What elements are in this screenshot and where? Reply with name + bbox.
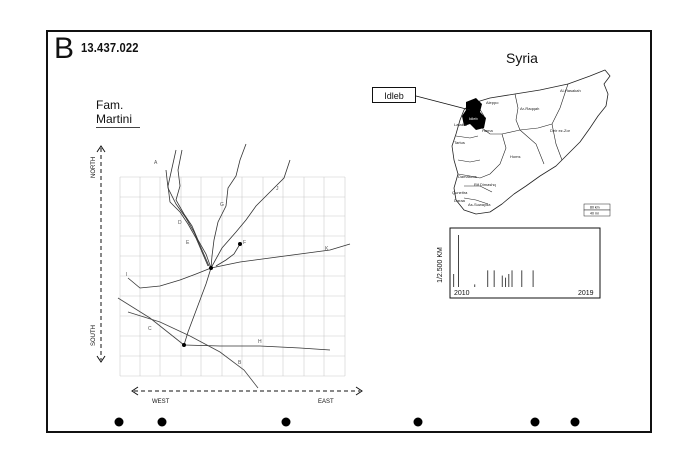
- country-title: Syria: [506, 50, 538, 66]
- region-label: As-Suwayda: [468, 202, 491, 207]
- path-label: F: [243, 240, 246, 246]
- region-labels: Al-Hasakah Aleppo Ar-Raqqah Deir ez-Zor …: [452, 88, 581, 207]
- document-frame: [46, 30, 652, 433]
- region-label: Ar-Raqqah: [520, 106, 539, 111]
- region-label: Damascus: [458, 174, 477, 179]
- region-label: Homs: [510, 154, 520, 159]
- region-label: Tartus: [454, 140, 465, 145]
- region-label: Latakia: [454, 122, 468, 127]
- syria-map: Al-Hasakah Aleppo Ar-Raqqah Deir ez-Zor …: [451, 69, 611, 217]
- chart-bars: [453, 235, 534, 287]
- region-label: Hama: [482, 128, 493, 133]
- axis-arrows: [96, 145, 363, 396]
- chart-frame: [449, 227, 601, 299]
- path-label: J: [276, 186, 279, 192]
- family-underline: [96, 127, 140, 128]
- region-label: Idleb: [469, 116, 478, 121]
- scale-label: 40 mi: [590, 212, 599, 216]
- syria-outline: [451, 69, 611, 215]
- binder-hole: [281, 417, 291, 427]
- south-label: SOUTH: [91, 325, 97, 346]
- path-label: A: [154, 160, 158, 166]
- north-label: NORTH: [91, 157, 97, 178]
- south-arrow: [96, 355, 106, 363]
- binder-hole: [530, 417, 540, 427]
- north-arrow: [96, 145, 106, 153]
- chart-x-start-label: 2010: [454, 290, 470, 297]
- east-label: EAST: [318, 399, 334, 405]
- family-line-1: Fam.: [96, 98, 124, 112]
- binder-hole: [570, 417, 580, 427]
- region-label: Rif Dimashq: [474, 182, 496, 187]
- region-label: Deir ez-Zor: [550, 128, 571, 133]
- map-scale: 80 km 40 mi: [583, 203, 611, 217]
- scale-label: 80 km: [590, 206, 600, 210]
- record-code: 13.437.022: [81, 40, 139, 55]
- region-label: Quneitra: [452, 190, 468, 195]
- junction-dot: [238, 242, 242, 246]
- timeline-chart: 1/2.500 KM 2010 2019: [437, 227, 601, 299]
- river-paths: [127, 143, 351, 351]
- path-label: G: [220, 202, 224, 208]
- junction-dot: [182, 343, 186, 347]
- east-arrow: [355, 386, 363, 396]
- region-label: Daraa: [454, 198, 466, 203]
- region-label: Al-Hasakah: [560, 88, 581, 93]
- idleb-region: [462, 98, 486, 130]
- chart-x-end-label: 2019: [578, 290, 594, 297]
- chart-y-label: 1/2.500 KM: [437, 247, 444, 283]
- junction-points: [182, 242, 242, 347]
- west-label: WEST: [152, 399, 170, 405]
- junction-dot: [209, 266, 213, 270]
- section-letter: B: [54, 32, 75, 65]
- road-paths: [117, 297, 259, 389]
- binder-hole: [114, 417, 124, 427]
- path-label: K: [325, 246, 329, 252]
- idleb-callout: Idleb: [372, 87, 416, 103]
- path-labels: A B C D E F G H I J K: [126, 160, 329, 366]
- path-label: H: [258, 339, 262, 345]
- binder-hole: [413, 417, 423, 427]
- path-label: E: [186, 240, 190, 246]
- path-label: C: [148, 326, 152, 332]
- path-label: D: [178, 220, 182, 226]
- path-label: I: [126, 272, 127, 278]
- binder-hole: [157, 417, 167, 427]
- compass-axes: [100, 148, 360, 392]
- path-label: B: [238, 360, 242, 366]
- binder-holes: [114, 417, 580, 427]
- family-line-2: Martini: [96, 112, 133, 126]
- west-arrow: [131, 386, 139, 396]
- region-label: Aleppo: [486, 100, 499, 105]
- family-name: Fam. Martini: [96, 98, 132, 126]
